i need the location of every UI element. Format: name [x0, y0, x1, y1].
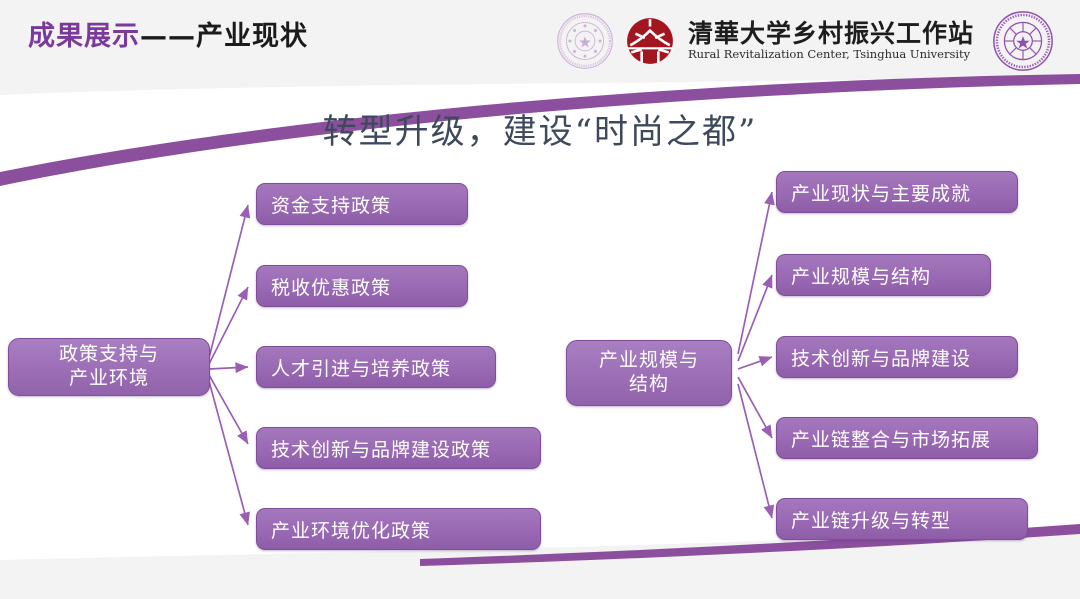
connector-mid-2	[737, 274, 773, 362]
wordmark-chinese: 清華大学乡村振兴工作站	[687, 19, 974, 49]
node-left-3-label: 人才引进与培养政策	[271, 357, 452, 380]
node-right-3-label: 技术创新与品牌建设	[791, 347, 972, 370]
connector-mid-5	[737, 383, 775, 519]
connector-root-3	[208, 362, 249, 374]
node-right-3-innovation-brand[interactable]: 技术创新与品牌建设	[776, 336, 1018, 378]
connector-mid-4	[737, 376, 773, 439]
page-title-accent: 成果展示	[28, 21, 140, 52]
connector-root-5	[208, 380, 250, 526]
connector-mid-1	[737, 191, 775, 355]
node-root-line1: 政策支持与	[58, 343, 159, 366]
node-root-line2: 产业环境	[68, 367, 149, 389]
page-title: 成果展示——产业现状	[28, 14, 308, 53]
node-right-4-label: 产业链整合与市场拓展	[791, 428, 992, 451]
node-right-4-chain-integration-market[interactable]: 产业链整合与市场拓展	[776, 417, 1038, 459]
node-middle-line1: 产业规模与	[598, 349, 699, 372]
wordmark: 清華大学乡村振兴工作站 Rural Revitalization Center,…	[688, 20, 974, 61]
node-left-5-environment-policy[interactable]: 产业环境优化政策	[256, 508, 541, 550]
node-right-5-label: 产业链升级与转型	[791, 509, 952, 532]
connector-mid-3	[737, 356, 773, 370]
node-left-3-talent-policy[interactable]: 人才引进与培养政策	[256, 346, 496, 388]
node-left-1-label: 资金支持政策	[271, 194, 392, 217]
connector-root-4	[208, 374, 249, 445]
slide-header: 成果展示——产业现状	[0, 0, 1080, 84]
node-root-policy-support[interactable]: 政策支持与 产业环境	[8, 338, 210, 396]
node-right-2-scale-structure[interactable]: 产业规模与结构	[776, 254, 991, 296]
node-right-2-label: 产业规模与结构	[791, 265, 932, 288]
connector-root-1	[208, 204, 251, 359]
logo-group: 清華大学乡村振兴工作站 Rural Revitalization Center,…	[556, 7, 1054, 75]
rural-revitalization-emblem-icon	[627, 18, 673, 64]
node-right-1-label: 产业现状与主要成就	[791, 182, 972, 205]
node-middle-line2: 结构	[628, 373, 669, 395]
tsinghua-university-seal-icon	[993, 11, 1053, 71]
node-left-2-label: 税收优惠政策	[271, 276, 392, 299]
wordmark-english: Rural Revitalization Center, Tsinghua Un…	[687, 47, 971, 62]
node-left-2-tax-policy[interactable]: 税收优惠政策	[256, 265, 468, 307]
node-right-5-chain-upgrade[interactable]: 产业链升级与转型	[776, 498, 1028, 540]
tsinghua-seal-faint-icon	[557, 13, 613, 69]
node-left-4-label: 技术创新与品牌建设政策	[271, 438, 492, 461]
node-left-1-funding-policy[interactable]: 资金支持政策	[256, 183, 468, 225]
node-left-4-innovation-brand-policy[interactable]: 技术创新与品牌建设政策	[256, 427, 541, 469]
node-left-5-label: 产业环境优化政策	[271, 519, 432, 542]
page-title-subject: ——产业现状	[140, 21, 308, 52]
node-middle-industry-scale[interactable]: 产业规模与 结构	[566, 340, 732, 406]
node-right-1-status-achievements[interactable]: 产业现状与主要成就	[776, 171, 1018, 213]
connector-root-2	[208, 286, 249, 365]
section-heading: 转型升级，建设“时尚之都”	[322, 112, 758, 152]
